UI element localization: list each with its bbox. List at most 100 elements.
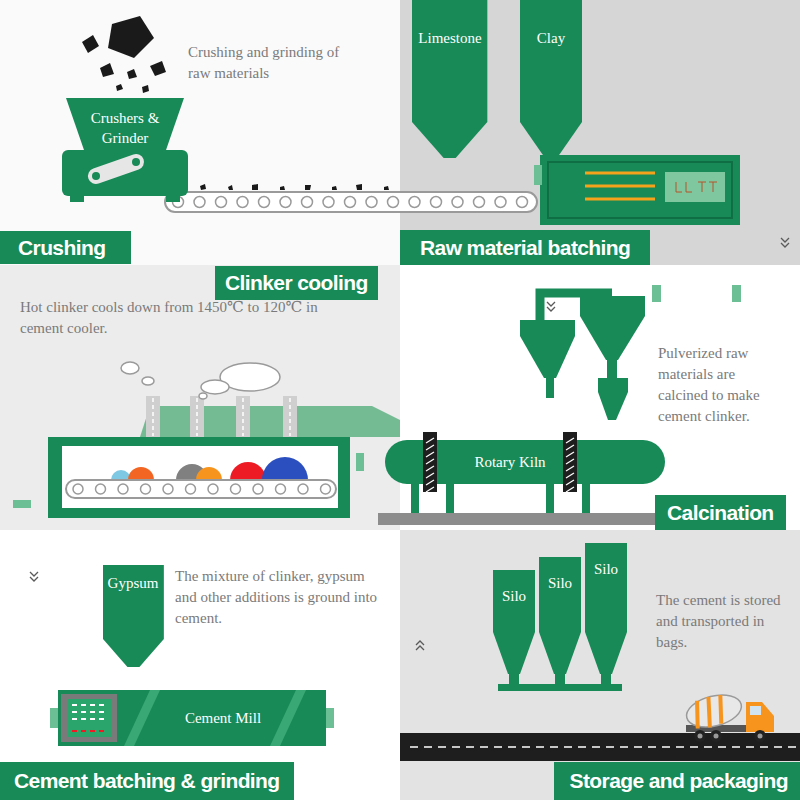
crusher-hopper-shape [92, 172, 100, 180]
clinker-cooler [262, 457, 308, 480]
conveyor-roller [237, 197, 248, 208]
cement-silo: Silo [585, 543, 627, 632]
node-text: Cement Mill [185, 708, 261, 728]
batching-machine [585, 185, 655, 188]
section-band: Raw material batching [400, 230, 650, 265]
cement-mill-shape [81, 730, 86, 732]
pipe-flange [652, 285, 661, 302]
batching-machine [665, 172, 725, 202]
cooler-roller [298, 484, 308, 494]
crushed-stones [384, 186, 389, 190]
cement-silo-shape [539, 557, 581, 632]
node-text: Crushing [18, 235, 105, 261]
crusher-hopper-shape [70, 194, 84, 202]
kiln-support [582, 484, 590, 513]
description-text: Crushing and grinding of raw materials [188, 42, 363, 84]
conveyor-belt [165, 192, 537, 212]
rotary-kiln-shape [426, 445, 434, 450]
kiln-support [378, 513, 658, 525]
batching-machine [585, 172, 655, 175]
cement-mill-shape [90, 730, 95, 732]
mixer-truck [750, 706, 761, 715]
background-panels [0, 265, 400, 530]
cement-mill-shape [72, 711, 77, 713]
node-text: Gypsum [108, 573, 159, 593]
background-panels [0, 0, 400, 265]
crushed-stones [252, 184, 258, 190]
kiln-support [546, 484, 554, 513]
rotary-kiln-shape [563, 432, 577, 492]
pipe-flange [13, 285, 741, 508]
cement-silo-shape [539, 632, 581, 674]
clinker-cooler [128, 467, 154, 480]
cement-mill-shape [270, 690, 306, 746]
node-text: Clay [537, 28, 565, 48]
kiln-support [411, 484, 419, 513]
batching-machine [676, 182, 717, 192]
rotary-kiln-shape [426, 452, 434, 457]
conveyor-roller [366, 197, 377, 208]
limestone-bin-shape [412, 122, 487, 158]
node-text: Rotary Kiln [474, 452, 545, 472]
conveyor-roller [216, 197, 227, 208]
rotary-kiln-shape [426, 459, 434, 464]
cyclone-preheater [520, 320, 575, 378]
cooler-hood [140, 406, 400, 437]
node-text: Silo [502, 586, 526, 606]
cement-mill-shape [90, 711, 95, 713]
cooler-roller [276, 484, 286, 494]
crusher-hopper-shape [62, 150, 188, 196]
steam-cloud [199, 393, 207, 399]
rotary-kiln-shape [566, 480, 574, 485]
clinker-cooler [66, 480, 336, 498]
rotary-kiln-shape [423, 432, 437, 492]
cement-silo-shape [585, 632, 627, 674]
cement-silo-shape [493, 570, 535, 632]
mixer-truck [758, 734, 763, 739]
conveyor-roller [388, 197, 399, 208]
node-text: Raw material batching [420, 235, 630, 261]
section-band: Crushing [0, 231, 131, 264]
cooler-stack [283, 396, 297, 438]
cooler-roller [208, 484, 218, 494]
cooler-stack [146, 396, 160, 438]
cooler-stack [146, 396, 297, 438]
cement-mill-shape [72, 704, 77, 706]
flow-chevron [547, 302, 555, 311]
mixer-truck [683, 690, 745, 733]
cooler-roller [73, 484, 83, 494]
cooler-stack [190, 396, 204, 438]
node-text: Silo [594, 559, 618, 579]
node-text: Limestone [418, 28, 481, 48]
falling-rocks [100, 63, 114, 77]
rotary-kiln-shape [566, 466, 574, 471]
conveyor-roller [173, 197, 528, 208]
node-text: Clinker cooling [225, 270, 368, 296]
falling-rocks [127, 69, 137, 79]
rotary-kiln-shape [566, 473, 574, 478]
rotary-kiln-shape [426, 438, 434, 443]
rotary-kiln-shape [566, 459, 574, 464]
cement-silo-shape [493, 632, 535, 674]
background-panels [400, 530, 800, 800]
cooler-roller [231, 484, 241, 494]
clinker-cooler [111, 470, 131, 480]
gypsum-bin-shape [103, 639, 164, 667]
description-text: The cement is stored and transported in … [656, 590, 781, 653]
pipe-flange [13, 500, 31, 508]
cement-mill-shape [124, 690, 160, 746]
crusher-hopper-shape [132, 158, 140, 166]
conveyor-roller [302, 197, 313, 208]
rotary-kiln-shape [566, 445, 574, 450]
conveyor-roller [452, 197, 463, 208]
clay-bin-shape [520, 122, 582, 158]
cooler-roller [141, 484, 151, 494]
conveyor-roller [345, 197, 356, 208]
cement-silo-shape [539, 557, 581, 632]
clinker-cooler [196, 467, 222, 480]
background-panels [400, 0, 800, 265]
cyclone-preheater [520, 293, 645, 420]
crusher-hopper-shape [66, 98, 184, 150]
conveyor-belt [165, 184, 537, 212]
